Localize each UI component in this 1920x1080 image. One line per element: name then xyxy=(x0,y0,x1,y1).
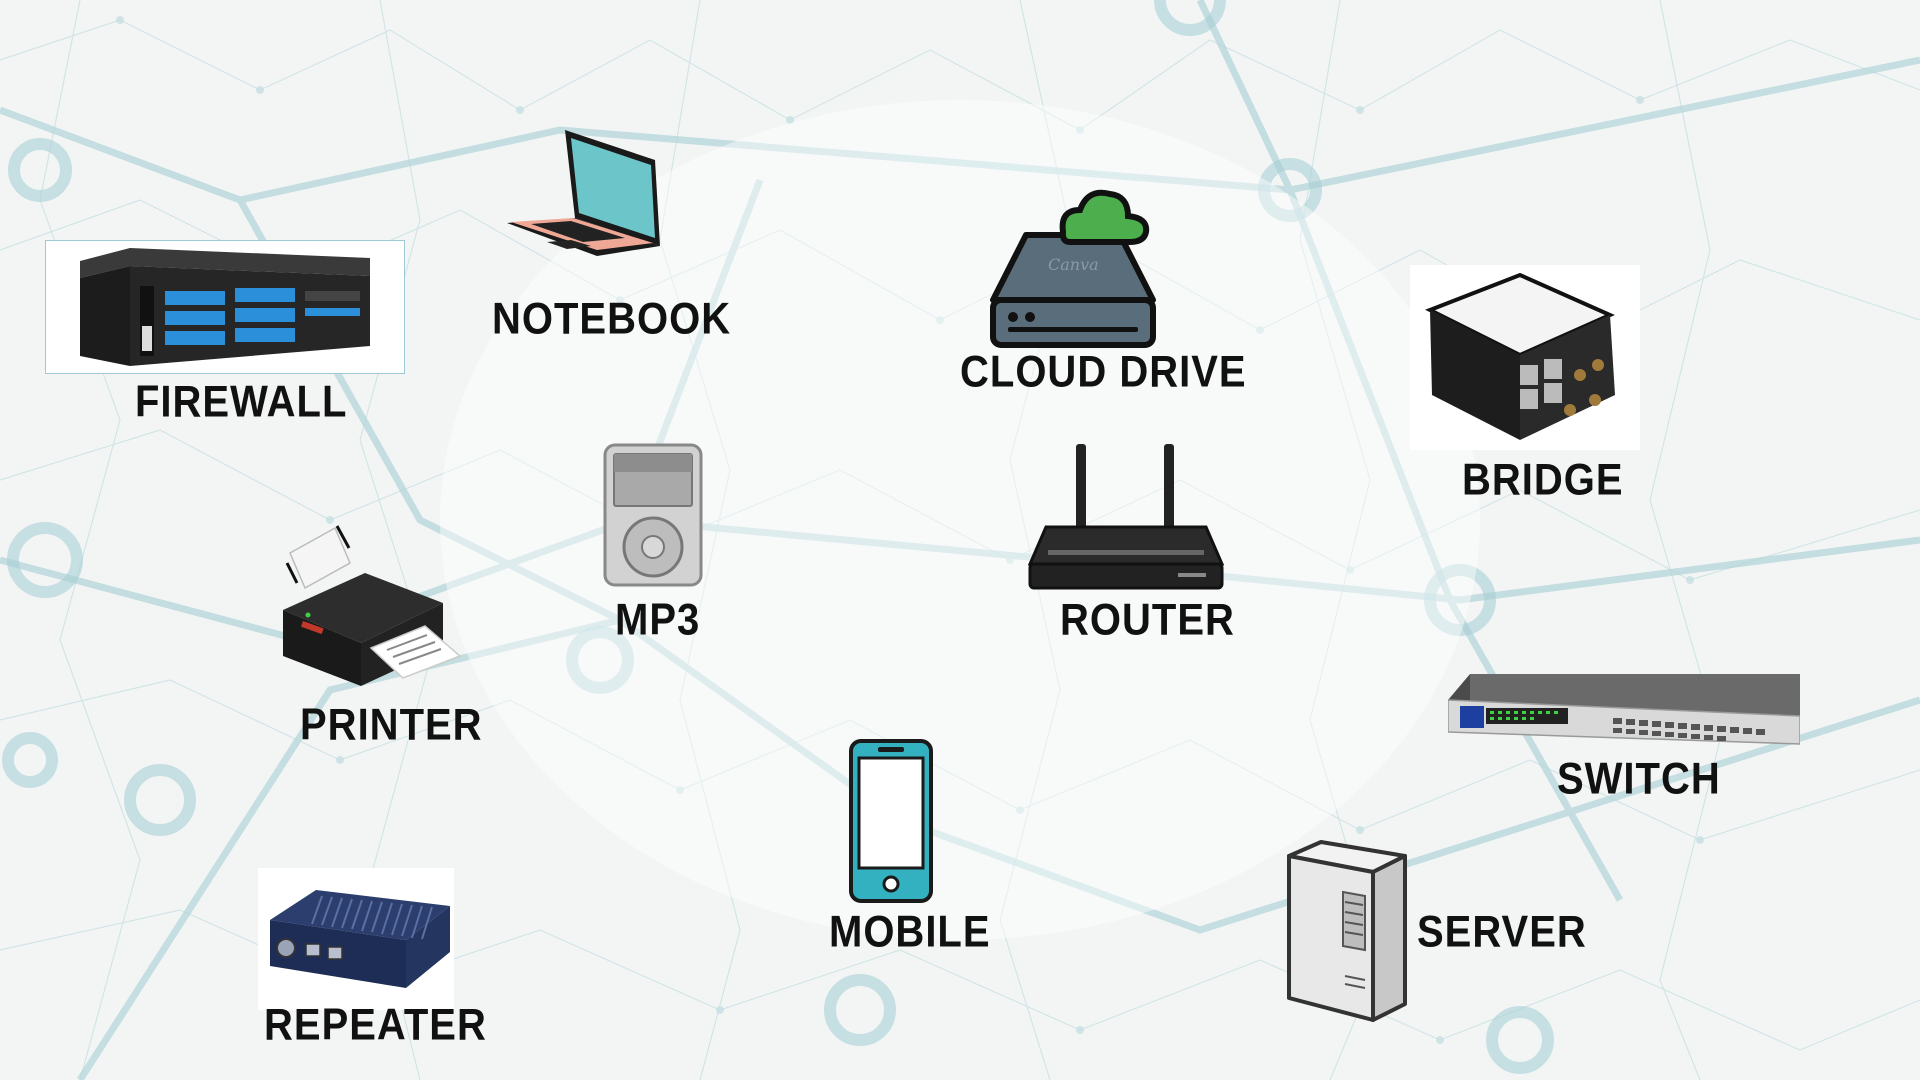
mobile-phone-icon xyxy=(849,739,933,903)
router-label: ROUTER xyxy=(1060,595,1235,645)
laptop-icon xyxy=(507,130,660,256)
switch-label: SWITCH xyxy=(1557,754,1721,804)
network-switch-icon xyxy=(1448,674,1800,745)
server-tower-icon xyxy=(1287,840,1407,1022)
mobile-label: MOBILE xyxy=(829,907,991,957)
repeater-label: REPEATER xyxy=(264,1000,487,1050)
bridge-box-icon xyxy=(1410,265,1640,450)
server-label: SERVER xyxy=(1417,907,1587,957)
router-icon xyxy=(1028,444,1224,590)
firewall-label: FIREWALL xyxy=(135,377,348,427)
repeater-icon xyxy=(258,868,454,1010)
printer-label: PRINTER xyxy=(300,700,483,750)
bridge-label: BRIDGE xyxy=(1462,455,1624,505)
mp3-label: MP3 xyxy=(615,595,701,645)
cloud-drive-label: CLOUD DRIVE xyxy=(960,347,1247,397)
mp3-player-icon xyxy=(603,443,703,587)
printer-icon xyxy=(283,525,462,686)
canva-watermark: Canva xyxy=(1048,255,1099,274)
rack-firewall-icon xyxy=(80,248,370,366)
cloud-drive-icon: Canva xyxy=(990,189,1156,348)
notebook-label: NOTEBOOK xyxy=(492,294,732,344)
